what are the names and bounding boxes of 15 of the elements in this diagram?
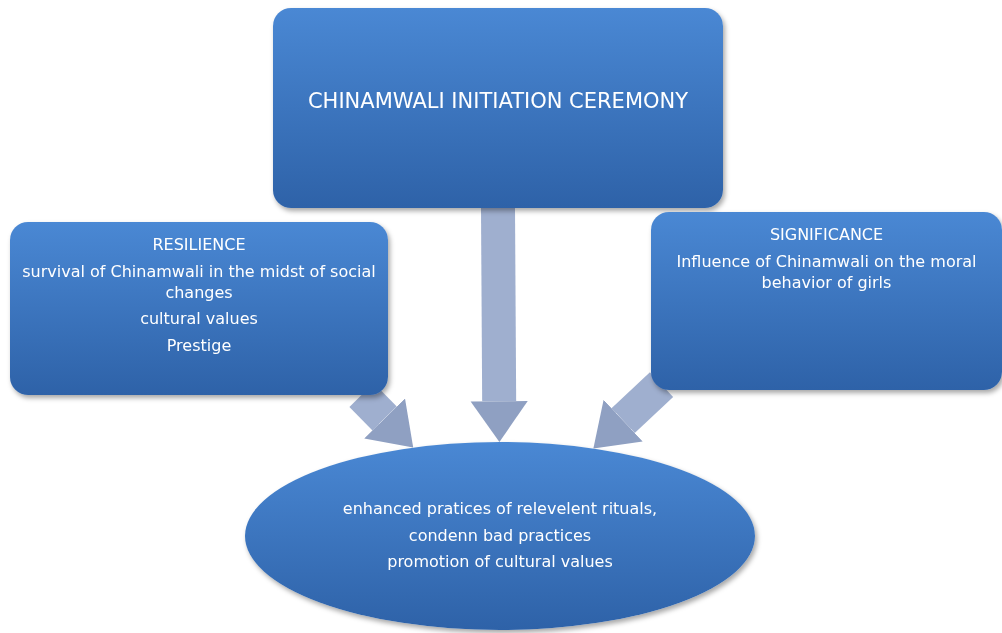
box-text: condenn bad practices [408, 525, 592, 547]
block-arrow [470, 207, 528, 442]
block-arrow [593, 372, 674, 449]
process-box [651, 212, 1002, 390]
process-box [273, 8, 723, 208]
box-heading: SIGNIFICANCE [769, 225, 884, 246]
box-text: cultural values [140, 309, 258, 331]
box-text: promotion of cultural values [387, 552, 613, 574]
process-box [10, 222, 388, 395]
box-text: Influence of Chinamwali on the moral behavior of girls [675, 251, 978, 294]
box-text: CHINAMWALI INITIATION CEREMONY [307, 88, 689, 116]
box-text: Prestige [166, 336, 232, 357]
box-text: survival of Chinamwali in the midst of social changes [21, 261, 377, 304]
box-text: enhanced pratices of relevelent rituals, [342, 498, 658, 520]
box-heading: RESILIENCE [152, 235, 246, 256]
